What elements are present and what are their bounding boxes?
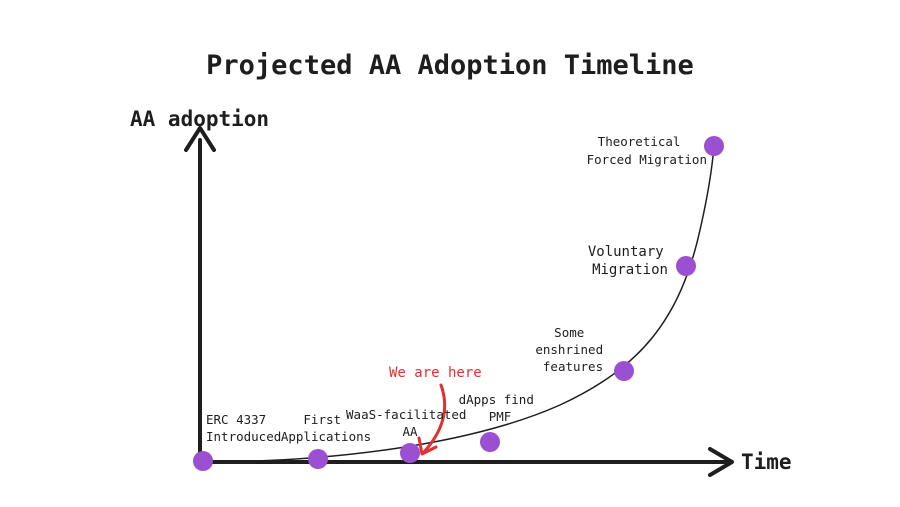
milestone-label-voluntary: Voluntary Migration <box>588 244 672 278</box>
milestone-point-forced <box>704 136 724 156</box>
x-axis-label: Time <box>741 450 792 474</box>
milestone-label-first-applications: First Applications <box>281 412 371 444</box>
x-axis-arrowhead <box>708 447 734 477</box>
milestone-label-enshrined: Some enshrined features <box>535 325 610 374</box>
y-axis-arrowhead <box>184 126 216 152</box>
diagram-title: Projected AA Adoption Timeline <box>206 50 694 81</box>
milestone-point-voluntary <box>676 256 696 276</box>
milestone-labels: ERC 4337 Introduced First Applications W… <box>206 134 707 444</box>
milestone-point-erc4337 <box>193 451 213 471</box>
milestone-point-enshrined <box>614 361 634 381</box>
milestone-points <box>193 136 724 471</box>
adoption-curve <box>202 145 715 463</box>
x-axis <box>198 447 734 477</box>
we-are-here-label: We are here <box>389 365 482 381</box>
milestone-point-dapps-pmf <box>480 432 500 452</box>
we-are-here-arrowhead <box>417 436 438 456</box>
y-axis-label: AA adoption <box>130 107 269 131</box>
milestone-label-erc4337: ERC 4337 Introduced <box>206 412 281 444</box>
milestone-point-first-applications <box>308 449 328 469</box>
we-are-here-arrow <box>422 383 447 454</box>
y-axis <box>184 126 216 464</box>
milestone-label-forced: Theoretical Forced Migration <box>587 134 707 167</box>
milestone-point-waas <box>400 443 420 463</box>
milestone-label-waas: WaaS-facilitated AA <box>346 407 474 439</box>
milestone-label-dapps-pmf: dApps find PMF <box>459 392 542 424</box>
